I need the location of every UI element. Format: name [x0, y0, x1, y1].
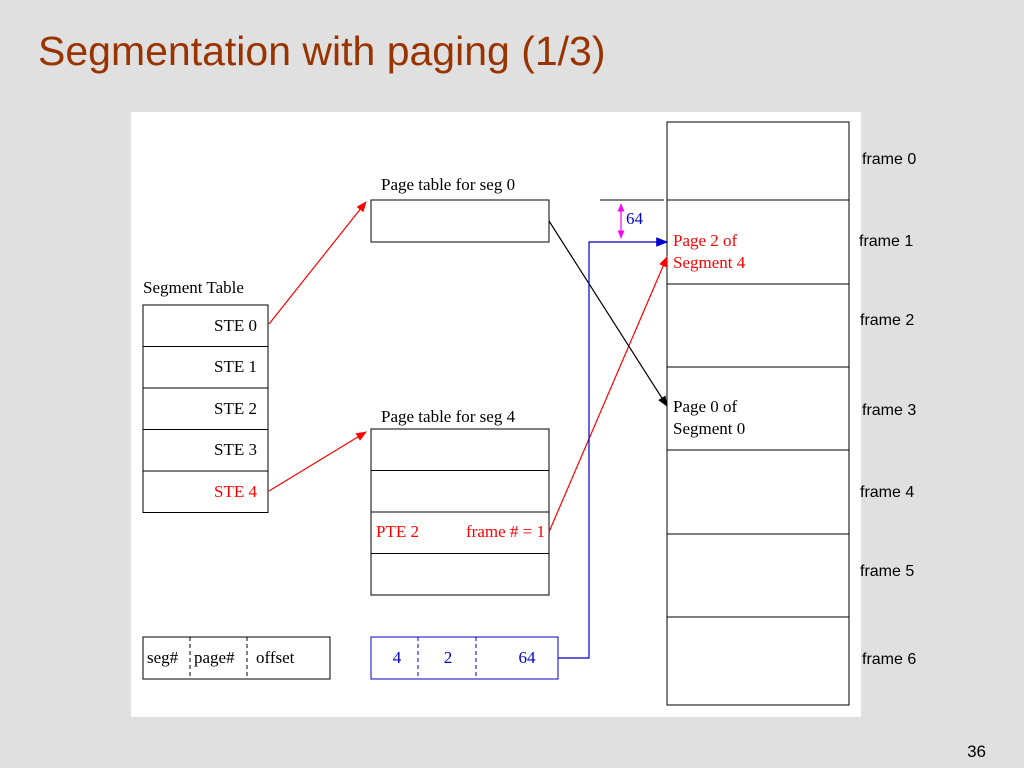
frame-label-4: frame 4 — [860, 484, 915, 501]
address-field-offset: offset — [256, 648, 295, 667]
segment-table — [142, 304, 269, 513]
frame-label-3: frame 3 — [862, 402, 917, 419]
logical-address-offset: 64 — [519, 648, 537, 667]
segment-table-entry: STE 0 — [214, 316, 257, 335]
arrow-ste4-to-pt4 — [268, 431, 367, 492]
page-table-seg0-title: Page table for seg 0 — [381, 175, 515, 194]
page-table-seg4 — [370, 428, 550, 596]
slide-title: Segmentation with paging (1/3) — [38, 28, 606, 74]
frame-label-1: frame 1 — [859, 233, 914, 250]
address-field-seg: seg# — [147, 648, 179, 667]
page-number: 36 — [967, 742, 986, 761]
page-table-seg4-title: Page table for seg 4 — [381, 407, 516, 426]
arrow-offset-to-frame1 — [558, 237, 669, 659]
logical-address-page: 2 — [444, 648, 453, 667]
frame-label-2: frame 2 — [860, 312, 915, 329]
frame1-content-line2: Segment 4 — [673, 253, 746, 272]
diagram-panel — [131, 112, 861, 717]
frame-label-5: frame 5 — [860, 563, 915, 580]
pte-2-label: PTE 2 — [376, 522, 419, 541]
physical-memory — [666, 121, 850, 706]
frame1-content-line1: Page 2 of — [673, 231, 738, 250]
segment-table-entry: STE 1 — [214, 357, 257, 376]
frame3-content-line1: Page 0 of — [673, 397, 738, 416]
address-format — [142, 636, 331, 680]
segment-table-entry: STE 3 — [214, 440, 257, 459]
arrow-pte2-to-frame1 — [548, 256, 668, 533]
logical-address-seg: 4 — [393, 648, 402, 667]
offset-marker-label: 64 — [626, 209, 644, 228]
frame3-content-line2: Segment 0 — [673, 419, 745, 438]
frame-label-6: frame 6 — [862, 651, 917, 668]
segment-table-entry: STE 2 — [214, 399, 257, 418]
frame-label-0: frame 0 — [862, 151, 917, 168]
segment-table-title: Segment Table — [143, 278, 244, 297]
pte-2-frame: frame # = 1 — [466, 522, 545, 541]
address-field-page: page# — [194, 648, 235, 667]
arrow-pt0-to-frame3 — [548, 220, 668, 407]
arrow-ste0-to-pt0 — [268, 201, 367, 325]
segment-table-entry-highlighted: STE 4 — [214, 482, 257, 501]
